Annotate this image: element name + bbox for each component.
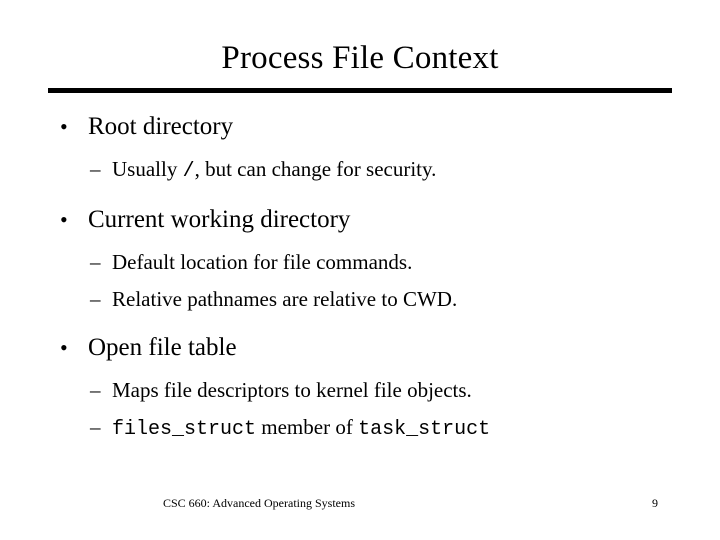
- bullet-level2-code-part: task_struct: [358, 418, 491, 441]
- bullet-level1-root-directory: • Root directory: [0, 110, 720, 144]
- bullet-level2-default-location: – Default location for file commands.: [0, 247, 720, 278]
- spacer: [0, 365, 720, 375]
- bullet-group-root-directory: • Root directory – Usually /, but can ch…: [0, 110, 720, 187]
- slide-body: • Root directory – Usually /, but can ch…: [0, 110, 720, 445]
- bullet-level2-usually-root: – Usually /, but can change for security…: [0, 154, 720, 187]
- dash-marker-icon: –: [90, 415, 101, 439]
- bullet-level2-code-part: /: [182, 160, 195, 183]
- bullet-level2-files-struct-member: – files_struct member of task_struct: [0, 412, 720, 445]
- bullet-level1-label: Root directory: [88, 113, 234, 140]
- bullet-level1-open-file-table: • Open file table: [0, 331, 720, 365]
- bullet-level2-text-part: , but can change for security.: [194, 157, 437, 181]
- spacer: [0, 144, 720, 154]
- spacer: [0, 315, 720, 331]
- bullet-level2-code-part: files_struct: [112, 418, 257, 441]
- spacer: [0, 237, 720, 247]
- bullet-level2-text-part: Relative pathnames are relative to CWD.: [112, 287, 458, 311]
- bullet-marker-icon: •: [60, 207, 68, 232]
- title-divider: [48, 88, 672, 93]
- bullet-level2-text-part: Maps file descriptors to kernel file obj…: [112, 378, 472, 402]
- bullet-level2-text-part: member of: [256, 415, 359, 439]
- bullet-group-open-file-table: • Open file table – Maps file descriptor…: [0, 331, 720, 445]
- spacer: [0, 187, 720, 203]
- footer-course-label: CSC 660: Advanced Operating Systems: [163, 496, 355, 510]
- bullet-level1-label: Open file table: [88, 334, 237, 361]
- dash-marker-icon: –: [90, 287, 101, 311]
- dash-marker-icon: –: [90, 250, 101, 274]
- bullet-group-current-working-directory: • Current working directory – Default lo…: [0, 203, 720, 315]
- bullet-marker-icon: •: [60, 114, 68, 139]
- bullet-level2-text-part: Default location for file commands.: [112, 250, 413, 274]
- bullet-level1-label: Current working directory: [88, 206, 351, 233]
- page-title: Process File Context: [221, 40, 499, 76]
- bullet-marker-icon: •: [60, 335, 68, 360]
- bullet-level2-relative-pathnames: – Relative pathnames are relative to CWD…: [0, 284, 720, 315]
- bullet-level2-text-part: Usually: [112, 157, 183, 181]
- footer-page-number: 9: [652, 496, 658, 510]
- bullet-level2-maps-file-descriptors: – Maps file descriptors to kernel file o…: [0, 375, 720, 406]
- bullet-level1-current-working-directory: • Current working directory: [0, 203, 720, 237]
- dash-marker-icon: –: [90, 378, 101, 402]
- dash-marker-icon: –: [90, 157, 101, 181]
